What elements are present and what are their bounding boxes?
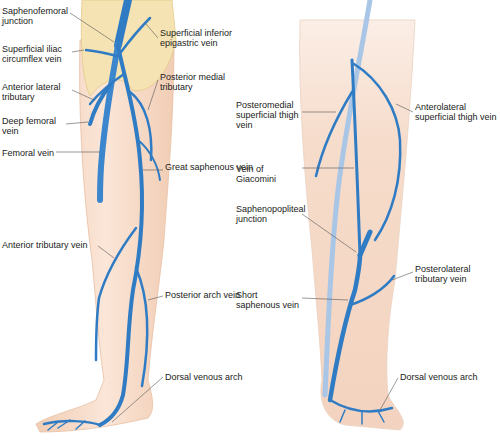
vein-label: Posteromedial superficial thigh vein: [236, 100, 300, 130]
vein-label: Deep femoral vein: [2, 116, 66, 136]
vein-label: Anterior tributary vein: [2, 240, 98, 250]
vein-label: Dorsal venous arch: [165, 372, 255, 382]
vein-label: Superficial inferior epigastric vein: [160, 28, 260, 48]
vein-label: Saphenofemoral junction: [2, 6, 70, 26]
vein-label: Femoral vein: [2, 148, 58, 158]
vein-label: Anterolateral superficial thigh vein: [415, 102, 497, 122]
vein-label: Saphenopopliteal junction: [236, 204, 300, 224]
vein-label: Posterior medial tributary: [160, 72, 250, 92]
vein-label: Vein of Giacomini: [236, 164, 300, 184]
vein-label: Dorsal venous arch: [400, 372, 496, 382]
vein-label: Superficial iliac circumflex vein: [2, 44, 72, 64]
vein-label: Short saphenous vein: [236, 290, 300, 310]
vein-label: Posterolateral tributary vein: [415, 264, 497, 284]
vein-label: Anterior lateral tributary: [2, 82, 72, 102]
